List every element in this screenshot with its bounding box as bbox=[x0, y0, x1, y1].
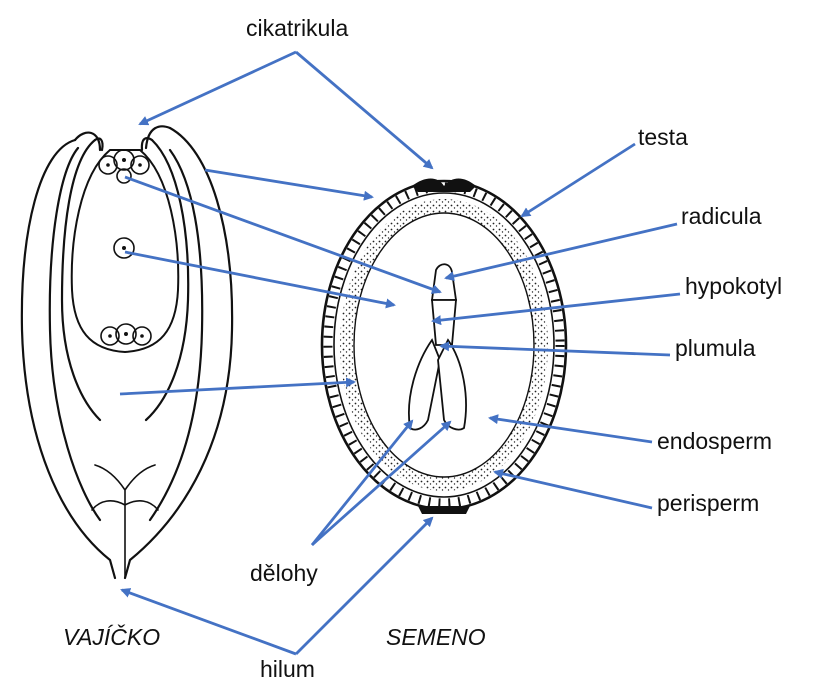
label-endosperm: endosperm bbox=[657, 430, 772, 453]
label-hypokotyl: hypokotyl bbox=[685, 275, 782, 298]
label-plumula: plumula bbox=[675, 337, 756, 360]
label-radicula: radicula bbox=[681, 205, 762, 228]
arrow-perisperm bbox=[495, 472, 652, 508]
ovule-drawing bbox=[22, 126, 232, 578]
arrow-nucellus bbox=[120, 382, 354, 394]
arrow-cikatrikula-ovule bbox=[140, 52, 296, 124]
label-delohy: dělohy bbox=[250, 562, 318, 585]
hilum-mark bbox=[418, 506, 470, 514]
hypocotyl bbox=[432, 300, 456, 345]
arrow-integument bbox=[205, 170, 372, 197]
caption-ovule: VAJÍČKO bbox=[63, 626, 160, 649]
label-perisperm: perisperm bbox=[657, 492, 759, 515]
label-hilum: hilum bbox=[260, 658, 315, 681]
label-testa: testa bbox=[638, 126, 688, 149]
inner-integument bbox=[62, 140, 188, 420]
caption-seed: SEMENO bbox=[386, 626, 486, 649]
arrow-cikatrikula-seed bbox=[296, 52, 432, 168]
arrow-testa bbox=[522, 144, 635, 216]
label-cikatrikula: cikatrikula bbox=[246, 17, 348, 40]
embryo-sac bbox=[72, 150, 178, 352]
